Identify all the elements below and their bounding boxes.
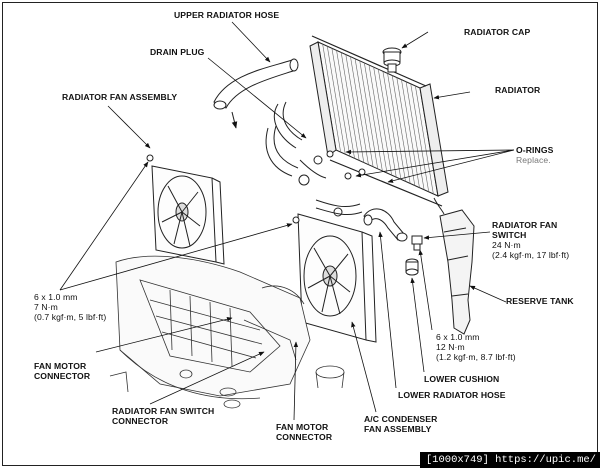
fan-motor-left-line-2: CONNECTOR [34,371,91,381]
ac-condenser-fan-assembly [292,213,377,343]
o-rings-note: Replace. [516,155,551,165]
label-radiator-fan-assembly: RADIATOR FAN ASSEMBLY [62,92,178,102]
radiator-fin [368,64,388,174]
radiator-hoses [265,101,366,217]
leader-lines [59,21,515,421]
label-drain-plug: DRAIN PLUG [150,47,205,57]
label-fan-motor-connector-bottom: FAN MOTOR CONNECTOR [276,422,332,442]
radiator-fin [354,58,374,167]
label-upper-radiator-hose: UPPER RADIATOR HOSE [174,10,280,20]
fan-switch-line-1: RADIATOR FAN [492,220,558,230]
fan-switch-torque-2: (2.4 kgf·m, 17 lbf·ft) [492,250,570,260]
label-bolt-right: 6 x 1.0 mm 12 N·m (1.2 kgf·m, 8.7 lbf·ft… [436,332,516,362]
radiator-fin [373,67,392,176]
fan-motor-bottom-line-1: FAN MOTOR [276,422,329,432]
radiator-fin [377,69,397,178]
engine-bay-detail [109,255,345,409]
label-fan-motor-connector-left: FAN MOTOR CONNECTOR [34,361,90,381]
watermark-banner: [1000x749] https://upic.me/ [419,452,600,468]
bolt-right-size: 6 x 1.0 mm [436,332,480,342]
label-radiator-cap: RADIATOR CAP [464,27,531,37]
label-radiator-fan-switch: RADIATOR FAN SWITCH 24 N·m (2.4 kgf·m, 1… [492,220,569,260]
radiator-fin [387,73,406,182]
radiator-cap [382,47,402,73]
ac-condenser-line-1: A/C CONDENSER [364,414,438,424]
radiator-fin [350,56,369,165]
bolt-left-torque-alt: (0.7 kgf·m, 5 lbf·ft) [34,312,107,322]
label-reserve-tank: RESERVE TANK [506,296,574,306]
fan-switch-connector-line-1: RADIATOR FAN SWITCH [112,406,215,416]
radiator-fan-assembly [146,154,225,265]
radiator-fin [336,50,355,159]
radiator-fin [382,71,402,180]
radiator-fin [401,79,420,188]
fan-motor-left-line-1: FAN MOTOR [34,361,87,371]
lower-cushion [405,258,419,276]
radiator-fan-switch [411,235,423,251]
radiator-fin [359,60,379,169]
radiator-fin [396,77,416,186]
ac-condenser-line-2: FAN ASSEMBLY [364,424,432,434]
upper-radiator-hose [213,58,299,129]
radiator-fin [391,75,411,184]
radiator-fin [340,52,360,161]
radiator-fin [331,48,351,157]
radiator-fin [405,81,425,190]
label-lower-cushion: LOWER CUSHION [424,374,500,384]
label-bolt-left: 6 x 1.0 mm 7 N·m (0.7 kgf·m, 5 lbf·ft) [34,292,106,322]
bolt-right-torque-alt: (1.2 kgf·m, 8.7 lbf·ft) [436,352,516,362]
fan-switch-connector-line-2: CONNECTOR [112,416,169,426]
label-radiator-fan-switch-connector: RADIATOR FAN SWITCH CONNECTOR [112,406,214,426]
fan-motor-bottom-line-2: CONNECTOR [276,432,333,442]
label-o-rings: O-RINGS Replace. [516,145,553,165]
o-rings-title: O-RINGS [516,145,554,155]
radiator-fin [326,46,346,155]
fan-switch-line-2: SWITCH [492,230,527,240]
label-lower-radiator-hose: LOWER RADIATOR HOSE [398,390,506,400]
label-radiator: RADIATOR [495,85,541,95]
lower-radiator-hose [363,208,408,242]
bolt-left-torque: 7 N·m [34,302,58,312]
bolt-left-size: 6 x 1.0 mm [34,292,78,302]
radiator-fin [322,44,341,153]
radiator-core [309,35,449,207]
bolt-right-torque: 12 N·m [436,342,465,352]
radiator-fin [415,85,434,194]
radiator-fin [364,62,383,171]
radiator-fin [345,54,365,163]
label-ac-condenser-fan: A/C CONDENSER FAN ASSEMBLY [364,414,437,434]
reserve-tank [433,197,475,335]
fan-switch-torque-1: 24 N·m [492,240,521,250]
radiator-fin [410,83,430,192]
